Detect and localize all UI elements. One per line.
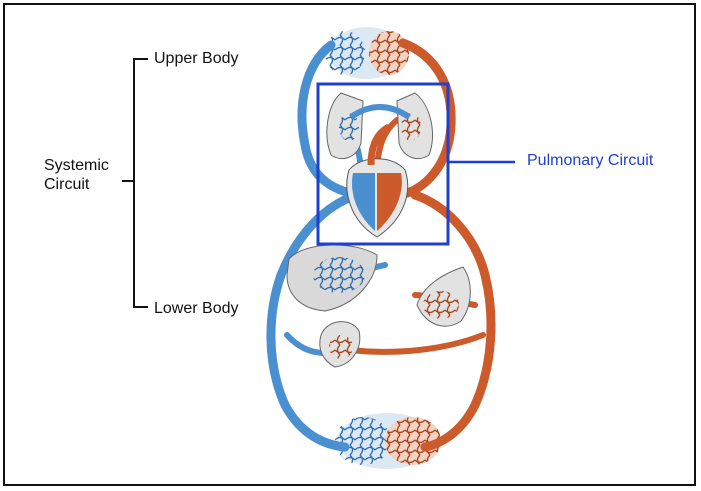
kidney [320,322,360,367]
intestine [417,267,470,326]
diagram-frame: Upper Body Lower Body Systemic Circuit P… [3,3,696,486]
upper-body-label: Upper Body [154,49,239,68]
pulmonary-circuit-label: Pulmonary Circuit [527,151,653,170]
systemic-bracket [122,59,148,307]
liver [287,245,377,311]
systemic-label-line2: Circuit [44,175,89,194]
circulation-illustration [5,5,698,488]
lower-capillary-bed [335,413,441,469]
systemic-label-line1: Systemic [44,156,109,175]
upper-capillary-bed [325,27,409,79]
lower-body-label: Lower Body [154,299,239,318]
